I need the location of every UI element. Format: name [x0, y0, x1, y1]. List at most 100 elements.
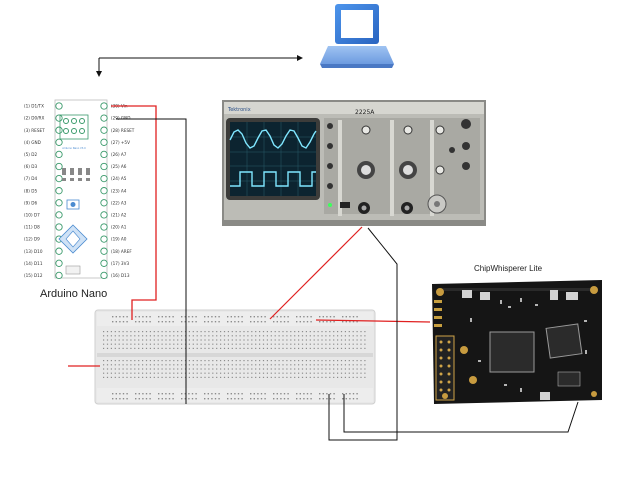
breadboard-hole: [306, 377, 307, 378]
breadboard-hole: [139, 398, 140, 399]
breadboard-hole: [279, 360, 280, 361]
breadboard-hole: [123, 344, 124, 345]
breadboard-hole: [215, 316, 216, 317]
breadboard-hole: [337, 331, 338, 332]
breadboard-hole: [227, 316, 228, 317]
breadboard-hole: [263, 339, 264, 340]
breadboard-hole: [204, 344, 205, 345]
breadboard-hole: [267, 331, 268, 332]
breadboard-hole: [103, 331, 104, 332]
breadboard-hole: [360, 339, 361, 340]
breadboard-hole: [232, 373, 233, 374]
breadboard-hole: [188, 393, 189, 394]
breadboard-hole: [306, 331, 307, 332]
breadboard-hole: [356, 316, 357, 317]
breadboard-hole: [290, 360, 291, 361]
breadboard-hole: [263, 368, 264, 369]
breadboard-hole: [115, 368, 116, 369]
breadboard-hole: [212, 373, 213, 374]
breadboard-hole: [302, 348, 303, 349]
breadboard-hole: [349, 331, 350, 332]
breadboard-hole: [319, 321, 320, 322]
breadboard-hole: [254, 316, 255, 317]
arduino-pin-label-left: (3) RESET: [24, 128, 45, 133]
breadboard-hole: [212, 377, 213, 378]
breadboard-hole: [321, 373, 322, 374]
breadboard-hole: [103, 360, 104, 361]
breadboard-hole: [177, 339, 178, 340]
breadboard-hole: [216, 377, 217, 378]
breadboard-hole: [310, 321, 311, 322]
breadboard-hole: [273, 321, 274, 322]
breadboard-hole: [357, 373, 358, 374]
breadboard-hole: [228, 344, 229, 345]
breadboard-hole: [142, 331, 143, 332]
breadboard-hole: [165, 316, 166, 317]
breadboard-hole: [172, 398, 173, 399]
breadboard-hole: [264, 393, 265, 394]
arduino-pin-left: [56, 224, 62, 230]
arduino-pin-label-right: (16) D13: [111, 273, 130, 278]
arduino-pin-left: [56, 260, 62, 266]
breadboard-hole: [259, 364, 260, 365]
breadboard-hole: [197, 377, 198, 378]
breadboard-hole: [357, 377, 358, 378]
breadboard-hole: [307, 393, 308, 394]
breadboard-hole: [238, 393, 239, 394]
breadboard-hole: [142, 393, 143, 394]
breadboard-hole: [329, 335, 330, 336]
breadboard-hole: [181, 364, 182, 365]
breadboard-hole: [193, 344, 194, 345]
breadboard-hole: [228, 335, 229, 336]
breadboard-hole: [353, 373, 354, 374]
breadboard-hole: [158, 344, 159, 345]
breadboard-hole: [318, 344, 319, 345]
breadboard-hole: [263, 373, 264, 374]
breadboard-hole: [181, 335, 182, 336]
breadboard-hole: [165, 377, 166, 378]
breadboard-hole: [231, 398, 232, 399]
breadboard-hole: [341, 360, 342, 361]
breadboard-hole: [279, 348, 280, 349]
breadboard-hole: [142, 364, 143, 365]
breadboard-hole: [149, 393, 150, 394]
breadboard-hole: [273, 393, 274, 394]
breadboard-hole: [154, 348, 155, 349]
breadboard-hole: [255, 339, 256, 340]
breadboard-hole: [302, 360, 303, 361]
breadboard-hole: [130, 344, 131, 345]
breadboard-hole: [146, 393, 147, 394]
breadboard-hole: [142, 321, 143, 322]
breadboard-hole: [263, 344, 264, 345]
breadboard-hole: [345, 373, 346, 374]
breadboard-hole: [236, 348, 237, 349]
breadboard-hole: [228, 360, 229, 361]
breadboard-hole: [275, 373, 276, 374]
breadboard-hole: [279, 377, 280, 378]
breadboard-hole: [220, 331, 221, 332]
arduino-pin-label-left: (1) D1/TX: [24, 104, 44, 109]
breadboard-hole: [247, 364, 248, 365]
breadboard-hole: [341, 331, 342, 332]
breadboard-hole: [346, 316, 347, 317]
breadboard-hole: [243, 344, 244, 345]
breadboard-hole: [201, 331, 202, 332]
breadboard-hole: [238, 398, 239, 399]
breadboard-hole: [341, 364, 342, 365]
breadboard-hole: [325, 368, 326, 369]
breadboard-hole: [259, 339, 260, 340]
breadboard-hole: [211, 321, 212, 322]
breadboard-hole: [353, 393, 354, 394]
breadboard-hole: [173, 377, 174, 378]
breadboard-hole: [279, 364, 280, 365]
breadboard-hole: [243, 373, 244, 374]
arduino-pin-left: [56, 127, 62, 133]
breadboard-hole: [162, 373, 163, 374]
breadboard-hole: [250, 398, 251, 399]
breadboard-hole: [135, 321, 136, 322]
breadboard-hole: [337, 348, 338, 349]
breadboard-hole: [310, 348, 311, 349]
arduino-pin-right: [101, 260, 107, 266]
breadboard-hole: [333, 393, 334, 394]
breadboard-hole: [218, 316, 219, 317]
